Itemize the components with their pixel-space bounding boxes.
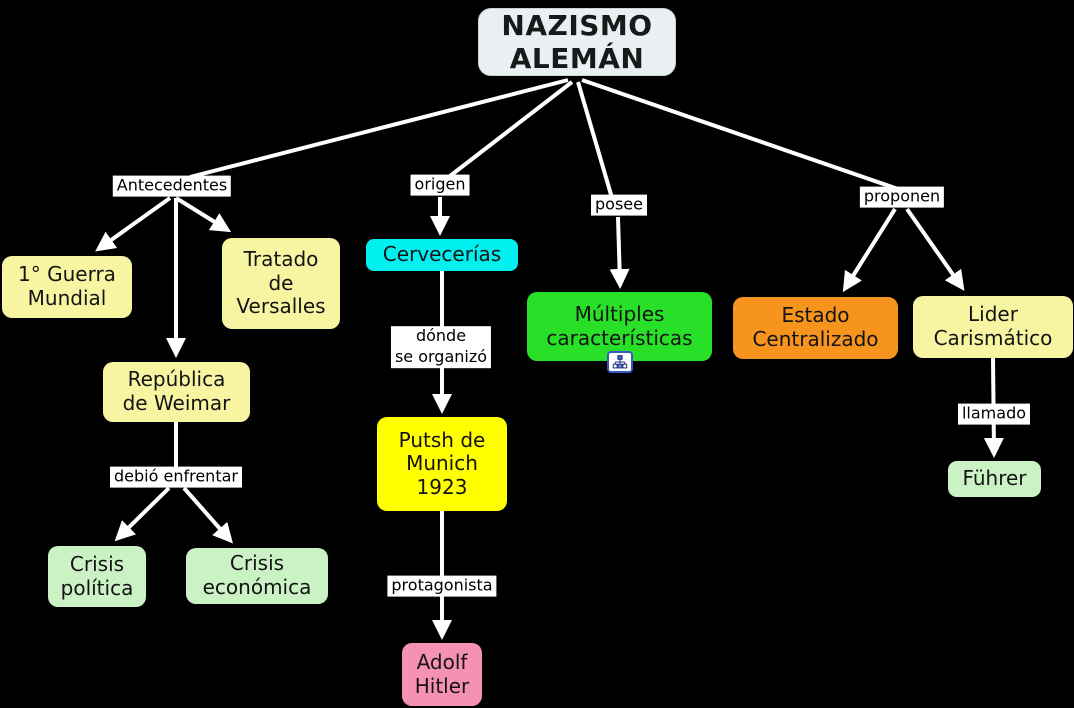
edge-title-proponen: [581, 78, 899, 191]
linked-map-icon[interactable]: [607, 351, 633, 373]
link-label-protagonista[interactable]: protagonista: [387, 575, 497, 597]
node-multiples-caracteristicas[interactable]: Múltiples características: [527, 292, 712, 361]
edge-title-posee: [576, 81, 614, 199]
node-republica-weimar[interactable]: República de Weimar: [103, 362, 250, 422]
node-estado-centralizado[interactable]: Estado Centralizado: [733, 297, 898, 359]
edge-antecedentes-tratado: [174, 196, 232, 233]
node-crisis-politica[interactable]: Crisis política: [48, 546, 146, 607]
link-label-origen[interactable]: origen: [410, 174, 470, 196]
link-label-posee[interactable]: posee: [591, 194, 647, 216]
link-label-debio-enfrentar[interactable]: debió enfrentar: [110, 466, 242, 488]
node-putsh-munich[interactable]: Putsh de Munich 1923: [377, 417, 507, 511]
edge-proponen-lider: [905, 207, 965, 291]
edge-posee-multiples: [609, 216, 630, 289]
edge-title-antecedentes: [189, 78, 569, 179]
edge-debio-crisis-politica: [114, 486, 171, 542]
node-tratado-versalles[interactable]: Tratado de Versalles: [222, 238, 340, 329]
node-nazismo-aleman[interactable]: NAZISMO ALEMÁN: [478, 8, 676, 76]
link-label-proponen[interactable]: proponen: [859, 186, 945, 208]
link-label-llamado[interactable]: llamado: [957, 403, 1031, 425]
node-cervecerias[interactable]: Cervecerías: [366, 239, 518, 271]
node-adolf-hitler[interactable]: Adolf Hitler: [402, 643, 482, 706]
link-label-antecedentes[interactable]: Antecedentes: [112, 175, 232, 197]
link-label-donde-se-organizo[interactable]: dónde se organizó: [390, 326, 492, 368]
mini-tree-glyph: [612, 355, 628, 369]
node-lider-carismatico[interactable]: Lider Carismático: [913, 296, 1073, 358]
node-crisis-economica[interactable]: Crisis económica: [186, 548, 328, 604]
node-fuhrer[interactable]: Führer: [948, 461, 1041, 497]
edge-proponen-estado: [842, 207, 897, 293]
edge-debio-crisis-economica: [182, 486, 233, 544]
node-guerra-mundial[interactable]: 1° Guerra Mundial: [2, 256, 132, 318]
edge-title-origen: [448, 80, 574, 178]
edge-antecedentes-guerra: [95, 196, 172, 252]
